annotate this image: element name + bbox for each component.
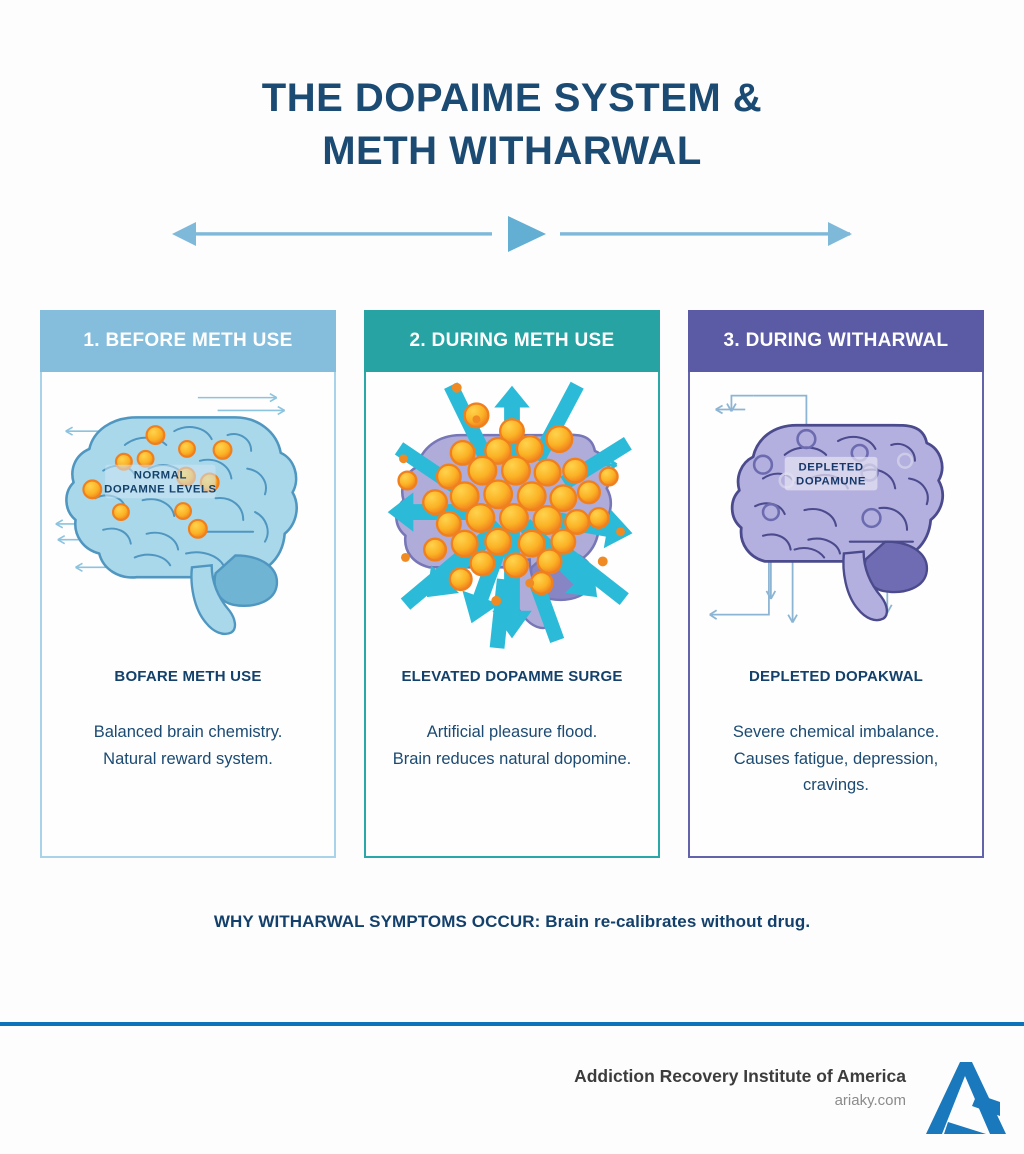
panel-3-header: 3. DURING WITHARWAL [688,310,984,372]
panel-1-caption-line-2: Natural reward system. [103,749,273,768]
scattered-dots-icon [399,382,625,606]
panel-during-meth-use[interactable]: 2. DURING METH USE [364,310,660,858]
panel-1-illustration: NORMAL DOPAMNE LEVELS [42,372,334,662]
organization-name: Addiction Recovery Institute of America [574,1066,906,1086]
title-line-1: THE DOPAIME SYSTEM & [261,76,763,120]
panel-during-withdrawal[interactable]: 3. DURING WITHARWAL [688,310,984,858]
panel-2-caption-body: Artificial pleasure flood. Brain reduces… [383,719,641,772]
brain-label-line-1: NORMAL [134,470,187,482]
panel-2-body: ELEVATED DOPAMME SURGE Artificial pleasu… [364,372,660,858]
brain-label-line-2: DOPAMUNE [796,475,866,487]
panel-1-body: NORMAL DOPAMNE LEVELS BOFARE METH USE Ba… [40,372,336,858]
brain-label-line-1: DEPLETED [798,462,863,474]
panel-3-illustration: DEPLETED DOPAMUNE [690,372,982,662]
panel-2-caption-title: ELEVATED DOPAMME SURGE [401,668,623,685]
panel-1-caption-line-1: Balanced brain chemistry. [93,723,283,741]
footer-divider [0,1022,1024,1026]
why-withdrawal-line: WHY WITHARWAL SYMPTOMS OCCUR: Brain re-c… [213,912,811,931]
website-url[interactable]: ariaky.com [834,1092,906,1109]
brain-label-normal: NORMAL DOPAMNE LEVELS [104,464,217,499]
panel-2-caption-line-2: Brain reduces natural dopomine. [392,749,632,768]
right-arrow-icon [560,222,852,246]
panels-row: 1. BEFORE METH USE [0,310,1024,860]
brain-label-depleted: DEPLETED DOPAMUNE [784,456,878,491]
panel-1-caption-title: BOFARE METH USE [114,668,262,685]
play-triangle-icon [508,216,546,252]
arrow-decoration [0,208,1024,260]
footer-text-block: Addiction Recovery Institute of America … [574,1066,906,1109]
brain-label-line-2: DOPAMNE LEVELS [104,483,217,495]
footer: Addiction Recovery Institute of America … [0,1056,1024,1154]
page-title: THE DOPAIME SYSTEM & METH WITHARWAL [0,72,1024,178]
left-arrow-icon [172,222,492,246]
title-line-2: METH WITHARWAL [322,129,702,174]
panel-3-caption-line-2: Causes fatigue, depression, cravings. [733,749,939,795]
panel-before-meth-use[interactable]: 1. BEFORE METH USE [40,310,336,858]
dopamine-burst-icon [397,402,619,596]
panel-2-caption-line-1: Artificial pleasure flood. [426,723,598,741]
panel-3-caption-title: DEPLETED DOPAKWAL [749,668,923,685]
panel-3-caption-body: Severe chemical imbalance. Causes fatigu… [690,719,982,799]
panel-1-caption-body: Balanced brain chemistry. Natural reward… [84,719,293,772]
brain-outline-icon [730,423,945,622]
panel-2-illustration [366,372,658,662]
panel-1-header: 1. BEFORE METH USE [40,310,336,372]
panel-3-caption-line-1: Severe chemical imbalance. [732,723,940,741]
letter-a-logo-icon [920,1056,1006,1142]
panel-2-header: 2. DURING METH USE [364,310,660,372]
panel-3-body: DEPLETED DOPAMUNE DEPLETED DOPAKWAL Seve… [688,372,984,858]
